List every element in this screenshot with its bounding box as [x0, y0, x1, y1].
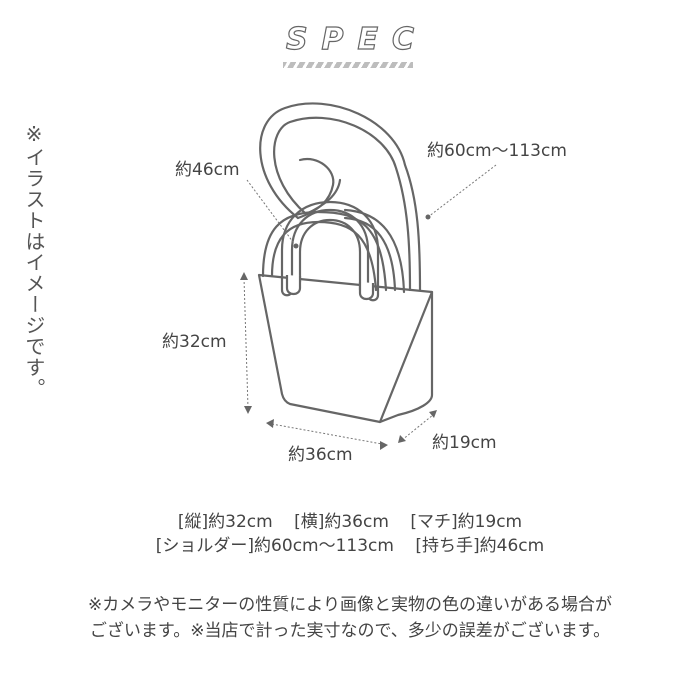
height-label: 約32cm: [162, 332, 227, 352]
bag-body: [257, 273, 434, 424]
handle-length-label: 約46cm: [175, 160, 240, 180]
illustration-note: ※イラストはイメージです。: [22, 122, 46, 399]
spec-depth: [マチ]約19cm: [410, 512, 523, 532]
spec-shoulder: [ショルダー]約60cm〜113cm: [155, 536, 394, 556]
depth-label: 約19cm: [432, 433, 497, 453]
spec-summary: [縦]約32cm [横]約36cm [マチ]約19cm [ショルダー]約60cm…: [0, 510, 700, 558]
handle: [280, 200, 380, 302]
spec-handle: [持ち手]約46cm: [415, 536, 545, 556]
spec-line-1: [縦]約32cm [横]約36cm [マチ]約19cm: [0, 510, 700, 534]
title-underline-stripe: [283, 62, 413, 68]
shoulder-strap: [259, 102, 422, 292]
disclaimer-line-1: ※カメラやモニターの性質により画像と実物の色の違いがある場合が: [88, 595, 612, 615]
spec-width: [横]約36cm: [294, 512, 389, 532]
page-title: SPEC: [285, 21, 429, 57]
disclaimer-line-2: ございます。※当店で計った実寸なので、多少の誤差がございます。: [89, 621, 611, 641]
spec-line-2: [ショルダー]約60cm〜113cm [持ち手]約46cm: [0, 534, 700, 558]
width-label: 約36cm: [288, 445, 353, 465]
disclaimer: ※カメラやモニターの性質により画像と実物の色の違いがある場合が ございます。※当…: [0, 592, 700, 644]
shoulder-length-label: 約60cm〜113cm: [427, 141, 567, 161]
spec-height: [縦]約32cm: [177, 512, 273, 532]
